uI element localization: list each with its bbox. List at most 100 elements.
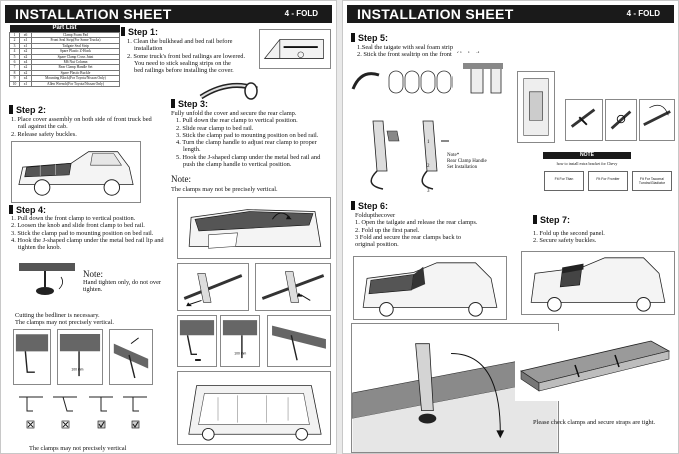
step6-clamp-closeup xyxy=(351,323,559,453)
bedliner-line: Cutting the bedliner is necessary. xyxy=(15,312,100,319)
bedliner-text: Cutting the bedliner is necessary. The c… xyxy=(15,312,175,327)
step3-rail-detail-a xyxy=(177,315,217,367)
step3-text: Fully unfold the cover and secure the re… xyxy=(171,110,336,168)
step3-rail-detail-c xyxy=(267,315,331,367)
step1-title: Step 1: xyxy=(128,27,159,37)
step3-title: Step 3: xyxy=(178,99,209,109)
step4-line: 1. Pull down the front clamp to vertical… xyxy=(11,215,136,222)
part-name-cell: Spare Plastic Z-Hook xyxy=(31,48,120,55)
step5-callout-line: Set Installation xyxy=(447,165,478,170)
step5-line: 2. Stick the front sealtrip on the front… xyxy=(357,51,482,59)
step6-truck-image xyxy=(353,256,507,320)
step5-callout-line: Note* xyxy=(447,153,460,158)
left-header: INSTALLATION SHEET 4 - FOLD xyxy=(5,5,332,23)
step3-line: 1. Pull down the rear clamp to vertical … xyxy=(176,117,298,125)
step4-line: 2. Loosen the knob and slide front clamp… xyxy=(11,222,145,230)
step3-truck-rear-image xyxy=(177,197,331,259)
step2-heading: Step 2: xyxy=(9,105,46,115)
step6-text: Foldupthecover 1. Open the tailgate and … xyxy=(355,212,525,248)
step5-clip-detail-c xyxy=(639,99,675,141)
part-name-cell: Front Seal Strip(For Some Trucks) xyxy=(31,37,120,44)
step5-title: Step 5: xyxy=(358,33,389,43)
step5-text: 1.Seal the taigate with seal foam strip … xyxy=(357,44,557,59)
fit-option-titan: Fit For Titan xyxy=(544,171,584,191)
left-header-fold: 4 - FOLD xyxy=(284,9,318,18)
part-name-cell: M6 Nut Column xyxy=(31,58,120,66)
step1-line: installation xyxy=(134,45,163,53)
step5-clamp-handle-image-b xyxy=(409,111,453,195)
step5-callout-line: Rear Clamp Handle xyxy=(447,159,487,164)
step7-folded-cover-image xyxy=(515,331,675,401)
step4-note-line: Hand tighten only, do not over xyxy=(83,279,162,286)
step4-line: 3. Stick the clamp pad to mounting posit… xyxy=(11,229,154,237)
fit-options: Fit For Titan Fit For Frontier Fit For T… xyxy=(544,171,674,191)
step3-dim-label: 100 mm xyxy=(234,351,246,355)
part-name-cell: Spare Clamp Cross Joint xyxy=(31,53,120,61)
step6-line: Foldupthecover xyxy=(355,212,396,219)
step5-clip-detail-b xyxy=(605,99,637,141)
step6-line: 2. Fold up the first panel. xyxy=(355,226,420,234)
chevy-note-box: NOTE how to install extra bracket for Ch… xyxy=(543,152,631,170)
step3-rail-detail-b: 100 mm xyxy=(220,315,260,367)
step6-line: 1. Open the tailgate and release the rea… xyxy=(355,219,478,227)
step2-line: 2. Release safety buckles. xyxy=(11,130,77,138)
right-header-title: INSTALLATION SHEET xyxy=(357,6,514,22)
chevy-note-title: NOTE xyxy=(543,152,631,159)
step3-note-text: The clamps may not be precisely vertical… xyxy=(171,186,278,193)
step1-line: 2. Some truck's front bed railings are l… xyxy=(127,52,246,60)
step1-bulkhead-image xyxy=(259,29,331,69)
step5-heading: Step 5: xyxy=(351,33,388,43)
part-number-cell: 10 xyxy=(9,80,20,88)
step6-line: 3 Fold and secure the rear clamps back t… xyxy=(355,233,462,241)
step3-line: 2. Slide rear clamp to bed rail. xyxy=(176,124,254,132)
step7-heading: Step 7: xyxy=(533,215,570,225)
step2-text: 1. Place cover assembly on both side of … xyxy=(11,116,173,138)
step5-clip-detail-a xyxy=(565,99,603,141)
step4-clamp-checks xyxy=(13,391,155,431)
step4-note-text: Hand tighten only, do not over tighten. xyxy=(83,279,171,294)
step4-dim-label: 100 mm xyxy=(71,367,83,371)
step7-title: Step 7: xyxy=(540,215,571,225)
step1-heading: Step 1: xyxy=(121,27,158,37)
step5-rail-bracket-image xyxy=(517,71,555,143)
step5-marker-3: 3 xyxy=(427,189,430,194)
step2-truck-image xyxy=(11,141,141,203)
step4-line: tighten the knob. xyxy=(18,244,62,252)
step4-knob-image xyxy=(15,253,79,303)
step5-marker-1: 1 xyxy=(427,140,430,145)
step3-clamp-detail-a xyxy=(177,263,249,311)
step3-line: 4. Turn the clamp handle to adjust rear … xyxy=(176,139,317,147)
step7-truck-image xyxy=(521,251,675,315)
fit-option-tacoma: Fit For Tacoma/ Tundra/Gladiator xyxy=(632,171,672,191)
fit-option-frontier: Fit For Frontier xyxy=(588,171,628,191)
part-name-cell: Rear Clamp Handle Set xyxy=(31,64,120,71)
step4-text: 1. Pull down the front clamp to vertical… xyxy=(11,215,176,251)
step3-clamp-detail-b xyxy=(255,263,331,311)
part-name-cell: Spare Plastic Buckle xyxy=(31,69,120,77)
step3-line: Fully unfold the cover and secure the re… xyxy=(171,110,297,117)
step4-note-title: Note: xyxy=(83,269,103,279)
part-name-cell: Tailgate Seal Strip xyxy=(31,42,120,50)
seal-strip-roll-image xyxy=(199,77,259,103)
step4-rail-detail-b: 100 mm xyxy=(57,329,103,385)
step4-title: Step 4: xyxy=(16,205,47,215)
step7-line: 1. Fold up the second panel. xyxy=(533,230,605,237)
step1-line: 1. Clean the bulkhead and bed rail befor… xyxy=(127,38,233,45)
step3-truck-bed-image xyxy=(177,371,331,445)
parts-list-title: Part List xyxy=(9,25,120,33)
step1-line: bed railings before installing the cover… xyxy=(134,67,234,75)
part-qty-cell: x1 xyxy=(19,80,32,88)
step4-line: 4. Hook the J-shaped clamp under the met… xyxy=(11,236,164,244)
step1-text: 1. Clean the bulkhead and bed rail befor… xyxy=(127,38,262,74)
step2-title: Step 2: xyxy=(16,105,47,115)
